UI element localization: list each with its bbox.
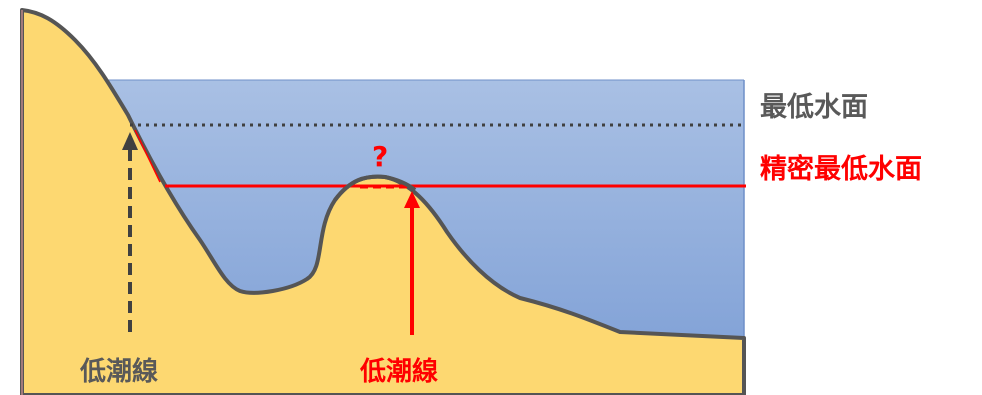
lowest-water-level-label: 最低水面 — [760, 92, 868, 123]
land-profile — [20, 8, 746, 395]
question-mark-label: ? — [372, 140, 388, 173]
precise-lowest-water-level-label: 精密最低水面 — [760, 153, 922, 185]
hump-outline — [333, 174, 417, 202]
dashed-up-arrow-icon — [122, 132, 138, 332]
coast-red-accent — [134, 129, 161, 183]
solid-up-arrow-icon — [404, 191, 420, 335]
low-tide-line-left-label: 低潮線 — [79, 356, 158, 387]
low-tide-line-right-label: 低潮線 — [359, 356, 438, 387]
